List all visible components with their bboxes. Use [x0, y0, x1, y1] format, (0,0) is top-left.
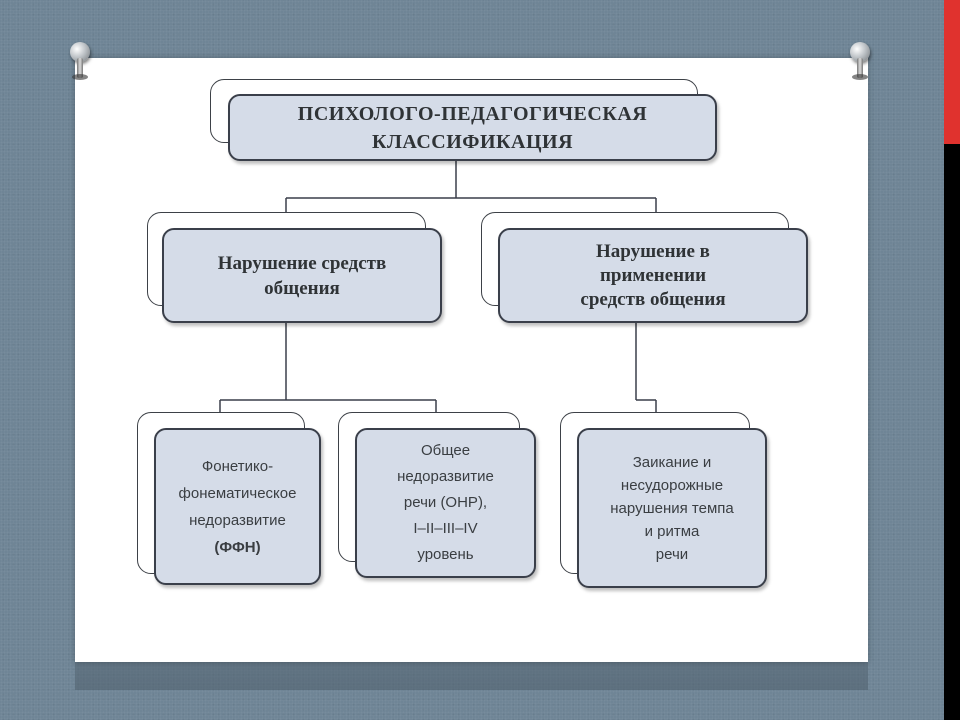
- root-node: ПСИХОЛОГО-ПЕДАГОГИЧЕСКАЯ КЛАССИФИКАЦИЯ: [228, 94, 717, 161]
- branch-line: Нарушение в: [596, 240, 710, 262]
- branch-line: применении: [599, 264, 707, 286]
- leaf-line: фонематическое: [178, 484, 297, 502]
- leaf-line: несудорожные: [620, 476, 724, 494]
- leaf-line: недоразвитие: [189, 511, 286, 529]
- leaf-line: (ФФН): [214, 538, 261, 556]
- branch-line: общения: [264, 277, 340, 299]
- leaf-line: недоразвитие: [397, 468, 494, 485]
- branch-node-communication-means: Нарушение средств общения: [162, 228, 442, 323]
- leaf-line: Заикание и: [632, 453, 712, 471]
- branch-node-communication-use: Нарушение в применении средств общения: [498, 228, 808, 323]
- leaf-line: Общее: [420, 442, 471, 459]
- leaf-node-stuttering: Заикание и несудорожные нарушения темпа …: [577, 428, 767, 588]
- leaf-line: речи (ОНР),: [403, 494, 488, 511]
- side-bar-accent: [944, 0, 960, 144]
- branch-line: средств общения: [580, 288, 726, 310]
- branch-line: Нарушение средств: [217, 252, 387, 274]
- leaf-line: речи: [655, 545, 689, 563]
- pushpin-icon: [846, 42, 874, 80]
- pushpin-icon: [66, 42, 94, 80]
- root-line: КЛАССИФИКАЦИЯ: [371, 130, 574, 153]
- leaf-line: и ритма: [644, 522, 700, 540]
- root-line: ПСИХОЛОГО-ПЕДАГОГИЧЕСКАЯ: [297, 102, 648, 125]
- leaf-node-ffn: Фонетико- фонематическое недоразвитие (Ф…: [154, 428, 321, 585]
- leaf-line: Фонетико-: [201, 457, 274, 475]
- leaf-line: I–II–III–IV: [413, 520, 478, 537]
- leaf-node-onr: Общее недоразвитие речи (ОНР), I–II–III–…: [355, 428, 536, 578]
- leaf-line: нарушения темпа: [610, 499, 734, 517]
- leaf-line: уровень: [417, 546, 474, 563]
- slide-side-bar: [944, 0, 960, 720]
